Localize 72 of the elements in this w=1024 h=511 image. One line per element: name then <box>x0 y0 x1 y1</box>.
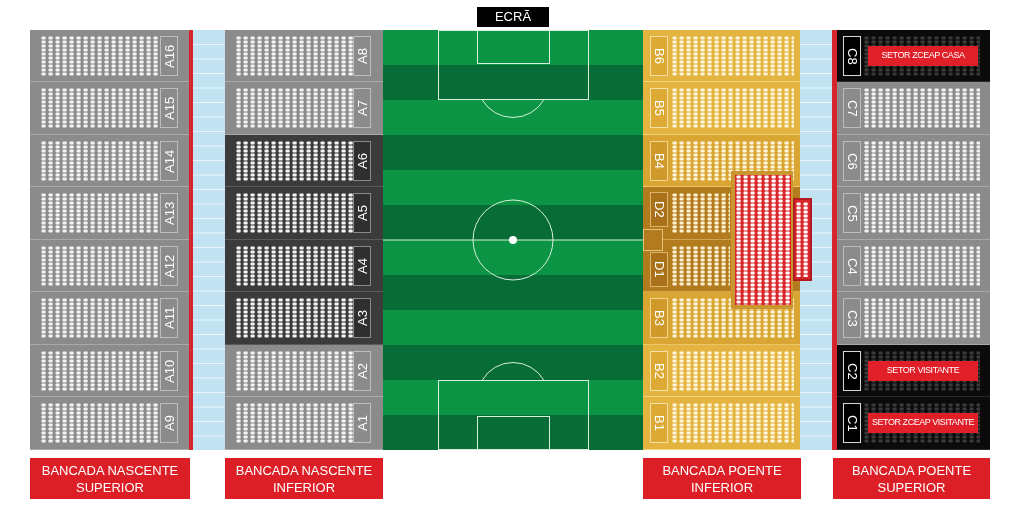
seating-sector <box>643 292 800 345</box>
stand-label: BANCADA NASCENTE INFERIOR <box>225 458 383 499</box>
sector-label: A12 <box>160 246 178 286</box>
seating-sector <box>837 292 990 345</box>
sector-label: A8 <box>353 36 371 76</box>
sector-label: D1 <box>650 252 668 287</box>
sector-label: A15 <box>160 88 178 128</box>
seating-sector <box>837 345 990 397</box>
seating-sector <box>225 30 383 82</box>
seating-sector <box>225 397 383 450</box>
sector-label: A11 <box>160 298 178 338</box>
seating-sector <box>30 82 189 135</box>
seating-sector <box>837 240 990 292</box>
sector-label: B5 <box>650 88 668 128</box>
sector-label: D2 <box>650 192 668 227</box>
seating-sector <box>225 82 383 135</box>
sector-label: A5 <box>353 193 371 233</box>
sector-label: C6 <box>843 141 861 181</box>
sector-label: C1 <box>843 403 861 443</box>
sector-tag: SETOR VISITANTE <box>868 361 978 381</box>
seat-block <box>793 198 812 281</box>
sector-label: C3 <box>843 298 861 338</box>
seating-sector <box>30 135 189 187</box>
sector-label: A13 <box>160 193 178 233</box>
sector-label: B4 <box>650 141 668 181</box>
seating-sector <box>225 135 383 187</box>
seating-sector <box>30 397 189 450</box>
seating-sector <box>30 240 189 292</box>
seating-sector <box>837 82 990 135</box>
stand-label: BANCADA POENTE INFERIOR <box>643 458 801 499</box>
seating-sector <box>30 345 189 397</box>
stand-label: BANCADA NASCENTE SUPERIOR <box>30 458 190 499</box>
seating-sector <box>643 135 800 187</box>
sector-label: C5 <box>843 193 861 233</box>
seating-sector <box>837 135 990 187</box>
sector-tag: SETOR ZCEAP VISITANTE <box>868 413 978 433</box>
sector-label: A9 <box>160 403 178 443</box>
seating-sector <box>837 187 990 240</box>
seating-sector <box>837 30 990 82</box>
screen-sign: ECRÃ <box>477 7 549 27</box>
sector-label: A10 <box>160 351 178 391</box>
sector-label: A14 <box>160 141 178 181</box>
seating-sector <box>643 345 800 397</box>
sector-label: C2 <box>843 351 861 391</box>
seating-sector <box>225 187 383 240</box>
seating-sector <box>643 397 800 450</box>
sector-label: C8 <box>843 36 861 76</box>
sector-label: A4 <box>353 246 371 286</box>
sector-label: C4 <box>843 246 861 286</box>
seating-sector <box>225 345 383 397</box>
seating-sector <box>837 397 990 450</box>
sector-label: B6 <box>650 36 668 76</box>
sector-label: A7 <box>353 88 371 128</box>
sector-label: A16 <box>160 36 178 76</box>
seat-block <box>731 187 793 292</box>
sector-label: A6 <box>353 141 371 181</box>
seating-sector <box>30 187 189 240</box>
sector-label: B1 <box>650 403 668 443</box>
sector-label: A1 <box>353 403 371 443</box>
seating-sector <box>225 240 383 292</box>
stand-label: BANCADA POENTE SUPERIOR <box>833 458 990 499</box>
seating-sector <box>30 292 189 345</box>
seating-sector <box>643 30 800 82</box>
sector-label: C7 <box>843 88 861 128</box>
sector-label: B3 <box>650 298 668 338</box>
seating-sector <box>30 30 189 82</box>
sector-tag: SETOR ZCEAP CASA <box>868 46 978 66</box>
sector-label: A2 <box>353 351 371 391</box>
sector-label: B2 <box>650 351 668 391</box>
sector-label: A3 <box>353 298 371 338</box>
seating-sector <box>225 292 383 345</box>
seating-sector <box>643 82 800 135</box>
